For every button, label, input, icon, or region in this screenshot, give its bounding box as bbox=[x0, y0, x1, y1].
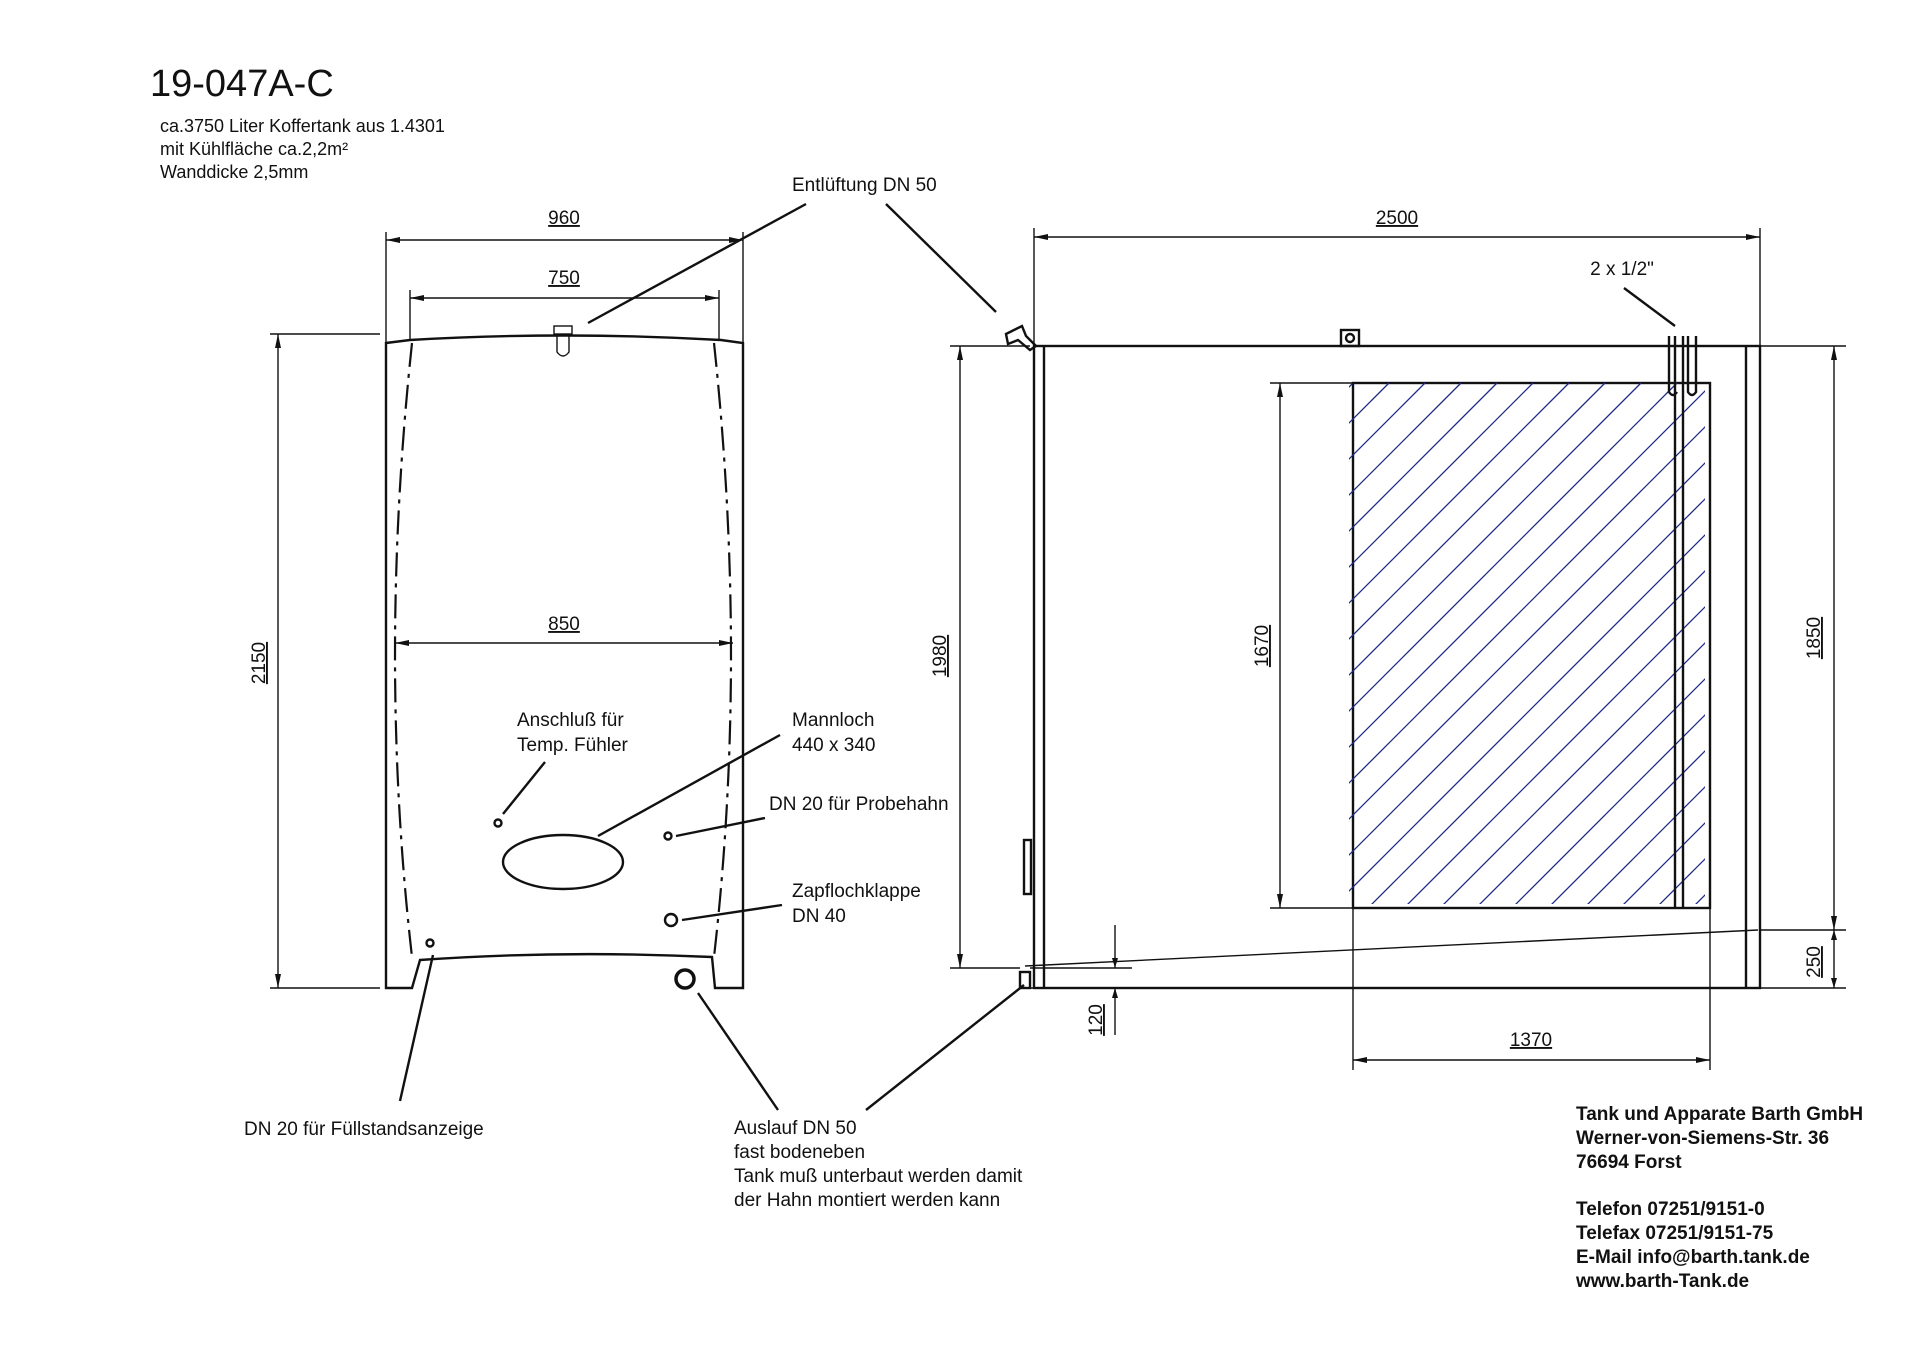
dim-1850-label: 1850 bbox=[1804, 617, 1825, 659]
hatch-line bbox=[1515, 714, 1705, 904]
hatch-line bbox=[1349, 382, 1426, 460]
dim-bottom-offset: 250 bbox=[1760, 930, 1846, 989]
dim-front-width-outer: 960 bbox=[385, 208, 744, 343]
dim-250-label: 250 bbox=[1804, 946, 1825, 978]
outlet-label-1: Auslauf DN 50 bbox=[734, 1118, 857, 1139]
dim-cooling-width: 1370 bbox=[1352, 908, 1711, 1070]
dim-2150-label: 2150 bbox=[249, 642, 270, 684]
outlet-label-3: Tank muß unterbaut werden damit bbox=[734, 1166, 1023, 1187]
outlet-nozzle bbox=[674, 968, 696, 990]
dim-cooling-height: 1670 bbox=[1252, 382, 1353, 909]
dim-1670-label: 1670 bbox=[1252, 625, 1273, 667]
hatch-line bbox=[1623, 822, 1705, 904]
manhole-label-1: Mannloch bbox=[792, 710, 874, 731]
hatch-line bbox=[1349, 462, 1705, 820]
pipe-size-label: 2 x 1/2" bbox=[1590, 259, 1654, 280]
tap-flap-label-1: Zapflochklappe bbox=[792, 881, 921, 902]
temp-sensor-nozzle bbox=[493, 818, 503, 828]
front-tank-outline bbox=[384, 334, 745, 990]
drawing-number: 19-047A-C bbox=[150, 63, 334, 105]
description-line-3: Wanddicke 2,5mm bbox=[160, 162, 308, 182]
outlet-label-4: der Hahn montiert werden kann bbox=[734, 1190, 1000, 1211]
outlet-label-2: fast bodeneben bbox=[734, 1142, 865, 1163]
hatch-line bbox=[1349, 382, 1534, 568]
hatch-line bbox=[1349, 382, 1570, 604]
temp-sensor-label-2: Temp. Fühler bbox=[517, 735, 629, 756]
hatch-line bbox=[1587, 786, 1705, 904]
side-outlet-nozzle bbox=[1018, 970, 1032, 990]
hatch-line bbox=[1836, 383, 1920, 908]
hatch-line bbox=[1349, 382, 1462, 496]
hatch-line bbox=[1349, 382, 1354, 388]
hatch-line bbox=[1443, 642, 1705, 904]
dim-side-length: 2500 bbox=[1033, 208, 1761, 346]
vent-fitting bbox=[553, 325, 573, 357]
side-top-fitting bbox=[1339, 328, 1361, 348]
hatch-line bbox=[1349, 382, 1606, 640]
tap-flap-nozzle bbox=[663, 912, 679, 928]
hatch-line bbox=[1349, 382, 1498, 532]
side-sample-fitting bbox=[1022, 838, 1033, 896]
title-block: 19-047A-C ca.3750 Liter Koffertank aus 1… bbox=[150, 63, 445, 182]
sample-valve-label: DN 20 für Probehahn bbox=[769, 794, 949, 815]
dim-front-width-mid: 850 bbox=[395, 614, 733, 646]
dim-750-label: 750 bbox=[548, 268, 580, 289]
level-indicator-label: DN 20 für Füllstandsanzeige bbox=[244, 1119, 484, 1140]
side-view: 2500 1980 1670 1850 bbox=[930, 208, 1920, 1070]
company-name: Tank und Apparate Barth GmbH bbox=[1576, 1104, 1863, 1125]
hatch-line bbox=[1349, 390, 1705, 748]
vent-label: Entlüftung DN 50 bbox=[792, 175, 937, 196]
company-website: www.barth-Tank.de bbox=[1575, 1271, 1749, 1292]
hatch-line bbox=[1349, 382, 1642, 676]
manhole-ellipse bbox=[501, 833, 625, 891]
hatch-line bbox=[1349, 382, 1678, 712]
side-vent-nozzle bbox=[1004, 324, 1038, 352]
dim-1980-label: 1980 bbox=[930, 635, 951, 677]
company-email: E-Mail info@barth.tank.de bbox=[1576, 1247, 1810, 1268]
hatch-line bbox=[1371, 570, 1705, 904]
temp-sensor-label-1: Anschluß für bbox=[517, 710, 624, 731]
hatch-line bbox=[1349, 534, 1705, 892]
dim-front-height: 2150 bbox=[249, 333, 380, 989]
hatch-line bbox=[1349, 498, 1705, 856]
dim-side-height-right: 1850 bbox=[1760, 345, 1846, 931]
company-street: Werner-von-Siemens-Str. 36 bbox=[1576, 1128, 1829, 1149]
dim-120-label: 120 bbox=[1086, 1004, 1107, 1036]
hatch-line bbox=[1764, 383, 1920, 908]
description-line-1: ca.3750 Liter Koffertank aus 1.4301 bbox=[160, 116, 445, 136]
company-phone: Telefon 07251/9151-0 bbox=[1576, 1199, 1765, 1220]
side-base-slope bbox=[1024, 929, 1759, 967]
dim-2500-label: 2500 bbox=[1376, 208, 1418, 229]
level-indicator-nozzle bbox=[425, 938, 435, 948]
front-view: 960 750 850 2150 bbox=[249, 208, 745, 990]
hatch-line bbox=[1908, 383, 1920, 908]
hatch-line bbox=[1659, 858, 1705, 904]
dim-850-label: 850 bbox=[548, 614, 580, 635]
manhole-label-2: 440 x 340 bbox=[792, 735, 875, 756]
company-block: Tank und Apparate Barth GmbH Werner-von-… bbox=[1575, 1104, 1863, 1292]
dim-1370-label: 1370 bbox=[1510, 1030, 1552, 1051]
hatch-line bbox=[1551, 750, 1705, 904]
company-fax: Telefax 07251/9151-75 bbox=[1576, 1223, 1774, 1244]
dim-front-width-top: 750 bbox=[409, 268, 720, 340]
hatch-line bbox=[1479, 678, 1705, 904]
cooling-surface bbox=[1349, 381, 1920, 910]
description-line-2: mit Kühlfläche ca.2,2m² bbox=[160, 139, 348, 159]
dim-side-height-left: 1980 bbox=[930, 345, 1030, 969]
company-city: 76694 Forst bbox=[1576, 1152, 1682, 1173]
front-wall-right-dashdot bbox=[712, 342, 733, 958]
hatch-line bbox=[1349, 426, 1705, 784]
front-wall-left-dashdot bbox=[393, 342, 414, 958]
cooling-pipes bbox=[1667, 336, 1698, 908]
sample-valve-nozzle bbox=[663, 831, 673, 841]
hatch-line bbox=[1407, 606, 1705, 904]
dim-960-label: 960 bbox=[548, 208, 580, 229]
dim-outlet-height: 120 bbox=[1030, 925, 1132, 1036]
tap-flap-label-2: DN 40 bbox=[792, 906, 846, 927]
callouts: Entlüftung DN 50 Anschluß für Temp. Fühl… bbox=[244, 175, 1025, 1211]
side-tank-body bbox=[1032, 344, 1762, 990]
hatch-line bbox=[1872, 383, 1920, 908]
